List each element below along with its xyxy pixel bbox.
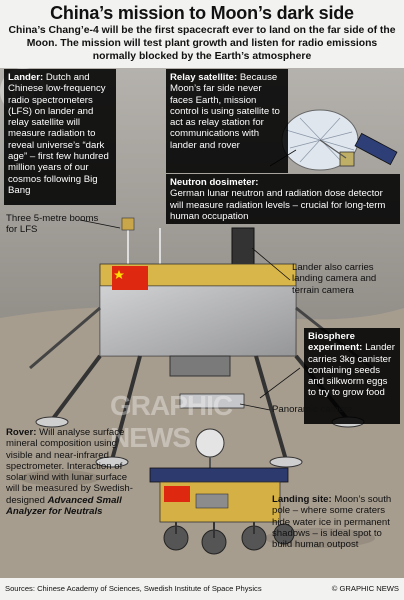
rover-text: Will analyse surface mineral composition… — [6, 427, 133, 506]
neutron-label: Neutron dosimeter: — [170, 177, 259, 188]
sources: Sources: Chinese Academy of Sciences, Sw… — [5, 584, 262, 593]
header: China’s mission to Moon’s dark side Chin… — [0, 0, 404, 68]
relay-label: Relay satellite: — [170, 72, 238, 83]
watermark: GRAPHIC NEWS — [110, 390, 233, 453]
neutron-text: German lunar neutron and radiation dose … — [170, 188, 386, 222]
biosphere-label: Biosphere experiment: — [308, 331, 363, 354]
rover-label: Rover: — [6, 427, 37, 438]
page-title: China’s mission to Moon’s dark side — [50, 3, 354, 23]
booms-caption: Three 5-metre booms for LFS — [6, 213, 99, 236]
rover — [149, 393, 295, 555]
relay-satellite-info-box: Relay satellite: Because Moon’s far side… — [166, 69, 288, 173]
rover-info: Rover: Will analyse surface mineral comp… — [6, 427, 134, 517]
spacecraft-illustration — [0, 109, 404, 578]
cameras-caption: Lander also carries landing camera and t… — [292, 262, 377, 296]
footer: Sources: Chinese Academy of Sciences, Sw… — [0, 578, 404, 600]
lander-label: Lander: — [8, 72, 44, 83]
lander-text: Dutch and Chinese low-frequency radio sp… — [8, 72, 109, 196]
biosphere-info-box: Biosphere experiment: Lander carries 3kg… — [304, 328, 400, 424]
relay-satellite — [281, 109, 398, 171]
landing-site-label: Landing site: — [272, 494, 332, 505]
rover-instrument: Advanced Small Analyzer for Neutrals — [6, 494, 122, 518]
biosphere-text: Lander carries 3kg canister containing s… — [308, 342, 395, 399]
page-subtitle: China’s Chang’e-4 will be the first spac… — [8, 25, 396, 62]
china-flag-rover — [164, 486, 190, 502]
lander-info-box: Lander: Dutch and Chinese low-frequency … — [4, 69, 116, 205]
panoramic-camera-caption: Panoramic camera — [272, 404, 353, 415]
china-flag-lander — [112, 266, 148, 290]
landing-site-info: Landing site: Moon’s south pole – where … — [272, 494, 398, 550]
copyright: © GRAPHIC NEWS — [331, 584, 399, 593]
relay-text: Because Moon’s far side never faces Eart… — [170, 72, 280, 151]
neutron-dosimeter-info-box: Neutron dosimeter: German lunar neutron … — [166, 174, 400, 224]
landing-site-text: Moon’s south pole – where some craters h… — [272, 494, 392, 551]
